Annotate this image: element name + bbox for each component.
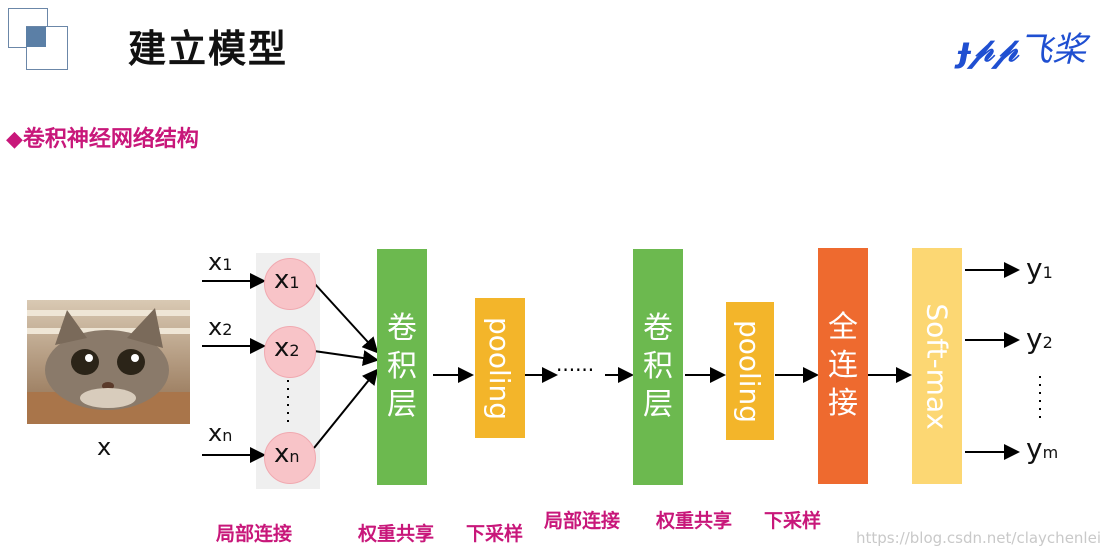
conv-layer-1: 卷积层: [377, 249, 427, 485]
label-local-connection-1: 局部连接: [216, 523, 293, 545]
input-node-xn-label: xn: [274, 439, 300, 469]
brand-logo: ɟ𝓅𝓅飞桨: [958, 22, 1086, 71]
section-heading: ◆卷积神经网络结构: [6, 121, 199, 153]
page-title: 建立模型: [128, 27, 289, 71]
input-node-x1-label: x1: [274, 265, 300, 295]
ellipsis-dots: ······: [556, 358, 595, 382]
input-node-x2: [264, 326, 316, 378]
pooling-layer-1: pooling: [475, 298, 525, 438]
label-downsampling-1: 下采样: [466, 523, 524, 545]
fully-connected-layer: 全连接: [818, 248, 868, 484]
input-node-xn: [264, 432, 316, 484]
label-local-connection-2: 局部连接: [544, 510, 621, 532]
input-x2-label: x2: [208, 313, 233, 341]
fully-connected-label: 全连接: [828, 310, 858, 421]
pooling-layer-2: pooling: [726, 302, 774, 440]
pooling-layer-2-label: pooling: [733, 319, 767, 423]
brand-mark-icon: ɟ𝓅𝓅: [958, 30, 1019, 70]
output-ym: ym: [1026, 432, 1059, 465]
image-label: x: [97, 433, 112, 461]
brand-name: 飞桨: [1018, 30, 1087, 70]
label-weight-sharing-1: 权重共享: [358, 523, 435, 545]
conv-layer-1-label: 卷积层: [387, 311, 417, 422]
input-node-x1: [264, 258, 316, 310]
section-title: 卷积神经网络结构: [22, 127, 199, 152]
pooling-layer-1-label: pooling: [483, 316, 517, 420]
cat-image: [27, 300, 190, 424]
label-weight-sharing-2: 权重共享: [656, 510, 733, 532]
input-node-x2-label: x2: [274, 333, 300, 363]
diamond-bullet-icon: ◆: [6, 127, 23, 152]
conv-layer-2-label: 卷积层: [643, 311, 673, 422]
softmax-layer: Soft-max: [912, 248, 962, 484]
output-y2: y2: [1026, 322, 1053, 355]
input-xn-label: xn: [208, 419, 233, 447]
logo-square-fill: [26, 27, 46, 47]
softmax-label: Soft-max: [920, 302, 954, 430]
output-y1: y1: [1026, 252, 1053, 285]
watermark: https://blog.csdn.net/claychenlei: [856, 529, 1101, 547]
label-downsampling-2: 下采样: [764, 510, 822, 532]
input-x1-label: x1: [208, 248, 233, 276]
conv-layer-2: 卷积层: [633, 249, 683, 485]
